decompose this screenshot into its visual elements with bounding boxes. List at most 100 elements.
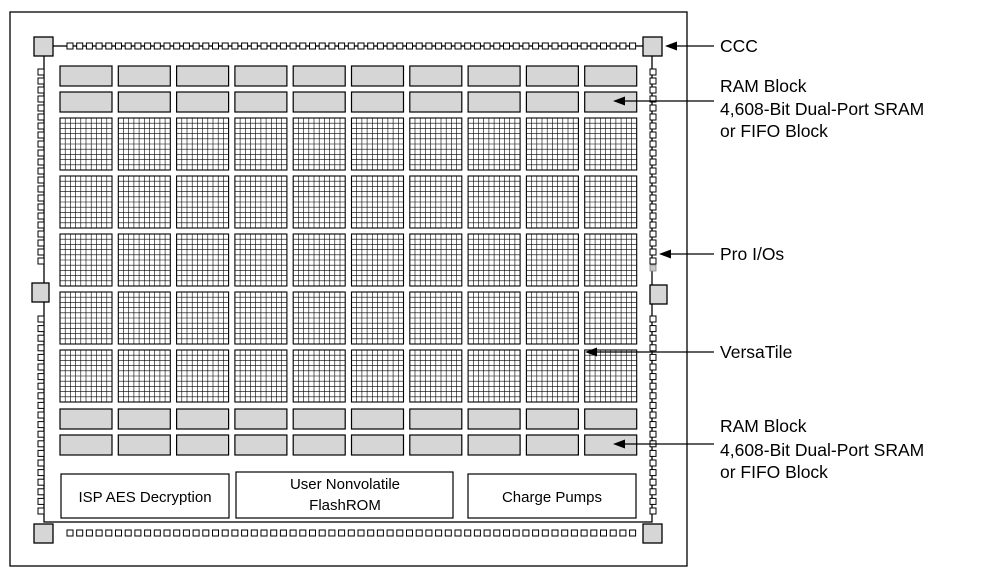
io-pad — [37, 131, 45, 139]
io-pad — [338, 42, 346, 50]
ram-bottom-label-line3: or FIFO Block — [720, 462, 828, 482]
ram-bottom-callout-arrowhead — [613, 439, 625, 449]
io-pad — [649, 344, 657, 352]
io-pad — [649, 392, 657, 400]
versatile-tile-cells — [293, 118, 346, 170]
ram-top-label-line2: 4,608-Bit Dual-Port SRAM — [720, 99, 924, 119]
versatile-tile-cells — [234, 234, 287, 286]
io-pad — [649, 430, 657, 438]
isp-aes-decryption-label: ISP AES Decryption — [78, 489, 211, 506]
versatile-tile — [584, 175, 638, 229]
versatile-tile-cells — [468, 176, 521, 228]
versatile-tile-cells — [409, 176, 462, 228]
io-pad — [37, 430, 45, 438]
versatile-tile-cells — [468, 350, 521, 402]
io-pad — [309, 529, 316, 537]
ram-top-callout-arrowhead — [613, 96, 625, 106]
io-pad — [85, 529, 93, 537]
ram-block — [292, 408, 346, 430]
ram-block — [409, 65, 463, 87]
io-pad — [105, 42, 113, 50]
io-pad — [649, 401, 657, 409]
ram-block — [409, 434, 463, 456]
versatile-tile-cells — [468, 234, 521, 286]
io-pad — [570, 529, 578, 537]
io-pad — [464, 529, 472, 537]
versatile-tile-cells — [409, 292, 462, 344]
callout-arrows — [585, 41, 714, 449]
ram-block — [525, 434, 580, 456]
io-pad — [124, 529, 132, 537]
flashrom-label-line2: FlashROM — [309, 497, 381, 514]
versatile-tile-cells — [584, 292, 637, 344]
io-pad — [250, 42, 258, 50]
ram-block — [525, 408, 580, 430]
pro-io-pad-highlight — [649, 264, 657, 272]
io-pad — [37, 176, 45, 184]
versatile-tile — [467, 175, 521, 229]
io-pad — [649, 167, 657, 175]
io-pad — [396, 42, 404, 50]
versatile-label: VersaTile — [720, 342, 792, 362]
charge-pumps-block — [467, 473, 637, 519]
io-pad — [270, 529, 278, 537]
io-pad — [153, 529, 161, 537]
io-pad — [367, 529, 375, 537]
io-pad — [37, 344, 45, 352]
io-pad — [649, 68, 657, 76]
io-pad — [76, 42, 84, 50]
versatile-tile — [176, 291, 230, 345]
io-pad — [376, 42, 384, 50]
ram-block — [59, 434, 113, 456]
io-pad — [202, 529, 210, 537]
io-pad — [37, 158, 45, 166]
versatile-tile — [117, 233, 171, 287]
io-pad — [279, 529, 287, 537]
ccc-block-top-left — [33, 36, 54, 57]
io-pad-column-right — [649, 68, 657, 515]
io-pad — [289, 529, 297, 537]
io-pad — [649, 488, 657, 496]
ram-block — [584, 408, 638, 430]
io-pad — [522, 529, 530, 537]
io-pad — [37, 401, 45, 409]
io-pad — [299, 42, 307, 50]
io-pad — [649, 95, 657, 103]
io-pad — [37, 185, 45, 193]
io-pad — [37, 411, 45, 419]
io-pad — [37, 315, 45, 323]
ram-block-rows-bottom — [59, 408, 638, 456]
io-pad — [134, 529, 142, 537]
io-pad — [163, 42, 171, 50]
io-pad — [649, 86, 657, 94]
versatile-tile — [59, 233, 113, 287]
pro-ios-callout-arrowhead — [659, 249, 671, 259]
io-pad — [649, 140, 657, 148]
io-pad — [415, 42, 423, 50]
io-pad — [649, 158, 657, 166]
io-pad — [649, 507, 657, 515]
io-pad-column-left — [37, 68, 45, 515]
versatile-tile-cells — [60, 350, 112, 402]
io-pad — [376, 529, 384, 537]
charge-pumps-label: Charge Pumps — [502, 489, 602, 506]
io-pad — [435, 529, 443, 537]
versatile-tile — [525, 349, 579, 403]
versatile-tile — [234, 233, 288, 287]
io-pad — [37, 353, 45, 361]
versatile-tile — [292, 175, 346, 229]
io-pad — [241, 42, 249, 50]
io-pad — [37, 86, 45, 94]
versatile-tile — [234, 349, 288, 403]
io-pad — [649, 478, 657, 486]
ram-block — [59, 408, 113, 430]
io-pad — [396, 529, 404, 537]
io-pad — [522, 42, 530, 50]
versatile-tile-cells — [526, 118, 579, 170]
versatile-tile — [234, 175, 288, 229]
versatile-tile — [467, 117, 521, 171]
versatile-tile-cells — [584, 350, 637, 402]
io-pad — [37, 221, 45, 229]
io-pad — [425, 42, 433, 50]
ram-block — [467, 408, 521, 430]
